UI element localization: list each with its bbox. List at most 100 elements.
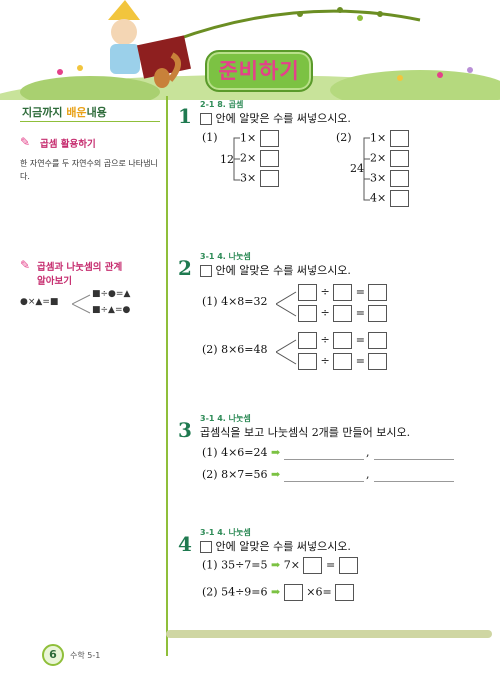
- answer-line[interactable]: [284, 459, 364, 460]
- problem-2-number: 2: [178, 256, 192, 280]
- answer-box[interactable]: [333, 332, 353, 349]
- answer-box[interactable]: [298, 305, 317, 322]
- p4-part2: (2) 54÷9=6 ➡ ×6=: [202, 584, 355, 601]
- row-label: 4×: [370, 191, 387, 205]
- p3-part2-text: (2) 8×7=56: [202, 468, 268, 481]
- answer-box[interactable]: [333, 284, 353, 301]
- p2-part2-eq2: ÷ =: [298, 353, 388, 370]
- problem-1-unit: 2-1 8. 곱셈: [200, 100, 244, 109]
- row-label: 2×: [240, 151, 257, 165]
- answer-box[interactable]: [298, 284, 317, 301]
- row-label: 3×: [240, 171, 257, 185]
- answer-box[interactable]: [389, 190, 409, 207]
- diagram-bottom: ■÷▲=●: [92, 305, 131, 315]
- answer-box[interactable]: [368, 353, 388, 370]
- problem-3-unit: 3-1 4. 나눗셈: [200, 414, 251, 423]
- p1-part1-row3: 3×: [240, 170, 279, 187]
- relation-diagram: ●×▲=■ ■÷●=▲ ■÷▲=●: [20, 289, 160, 319]
- arrow-right-icon: ➡: [271, 558, 281, 572]
- row-label: 3×: [370, 171, 387, 185]
- problem-3-instruction: 곱셈식을 보고 나눗셈식 2개를 만들어 보시오.: [200, 426, 411, 439]
- bottom-decor-bar: [166, 630, 492, 638]
- diagram-fork-lines: [72, 294, 91, 314]
- p3-part2-comma: ,: [366, 468, 370, 481]
- p1-part2-label: (2): [336, 131, 352, 144]
- problem-4-unit: 3-1 4. 나눗셈: [200, 528, 251, 537]
- sidebar-divider: [166, 96, 168, 656]
- answer-box[interactable]: [259, 150, 279, 167]
- answer-box[interactable]: [338, 557, 358, 574]
- answer-box[interactable]: [333, 353, 353, 370]
- book-title: 수학 5-1: [70, 651, 101, 660]
- answer-box[interactable]: [303, 557, 323, 574]
- p3-part2: (2) 8×7=56 ➡: [202, 468, 280, 481]
- p3-part1-text: (1) 4×6=24: [202, 446, 268, 459]
- answer-box[interactable]: [389, 130, 409, 147]
- p3-part1: (1) 4×6=24 ➡: [202, 446, 280, 459]
- eq-sign: =: [355, 306, 365, 320]
- p1-part2-row4: 4×: [370, 190, 409, 207]
- answer-box[interactable]: [368, 305, 388, 322]
- answer-box[interactable]: [298, 353, 317, 370]
- p2-part1-eq2: ÷ =: [298, 305, 388, 322]
- arrow-right-icon: ➡: [271, 468, 281, 481]
- p1-part1-bracket: [233, 137, 240, 181]
- p4-part1-lhs: (1) 35÷7=5: [202, 558, 268, 572]
- problem-4-number: 4: [178, 532, 192, 556]
- eq-sign: =: [355, 285, 365, 299]
- answer-line[interactable]: [284, 481, 364, 482]
- sidebar-topic1-desc: 한 자연수를 두 자연수의 곱으로 나타냅니다.: [20, 159, 158, 181]
- pencil-icon: ✎: [20, 135, 31, 149]
- blank-box-icon: [200, 113, 212, 125]
- answer-box[interactable]: [368, 284, 388, 301]
- answer-box[interactable]: [335, 584, 355, 601]
- p1-part1-row1: 1×: [240, 130, 279, 147]
- p2-part2-fork: [276, 339, 297, 365]
- arrow-right-icon: ➡: [271, 585, 281, 599]
- p4-part1-mid: 7×: [283, 558, 300, 572]
- p1-part2-row2: 2×: [370, 150, 409, 167]
- sidebar-topic2-line2: 알아보기: [37, 276, 72, 287]
- answer-line[interactable]: [374, 481, 454, 482]
- answer-box[interactable]: [298, 332, 317, 349]
- p4-part1: (1) 35÷7=5 ➡ 7× =: [202, 557, 358, 574]
- sidebar-topic2-line1: 곱셈과 나눗셈의 관계: [37, 262, 123, 273]
- answer-box[interactable]: [389, 150, 409, 167]
- answer-box[interactable]: [333, 305, 353, 322]
- sidebar-heading-part3: 내용: [86, 106, 107, 119]
- problem-2-instruction: 안에 알맞은 수를 써넣으시오.: [200, 262, 351, 278]
- p2-part2: (2) 8×6=48: [202, 343, 268, 356]
- div-sign: ÷: [320, 354, 330, 368]
- answer-box[interactable]: [283, 584, 303, 601]
- row-label: 1×: [240, 131, 257, 145]
- sidebar-heading-part2: 배운: [66, 106, 87, 119]
- div-sign: ÷: [320, 285, 330, 299]
- answer-box[interactable]: [368, 332, 388, 349]
- div-sign: ÷: [320, 333, 330, 347]
- p3-part1-comma: ,: [366, 446, 370, 459]
- problem-1-instruction-text: 안에 알맞은 수를 써넣으시오.: [215, 112, 351, 125]
- row-label: 1×: [370, 131, 387, 145]
- p1-part2-row1: 1×: [370, 130, 409, 147]
- eq-sign: =: [355, 333, 365, 347]
- page-number: 6: [49, 648, 57, 661]
- answer-line[interactable]: [374, 459, 454, 460]
- div-sign: ÷: [320, 306, 330, 320]
- answer-box[interactable]: [259, 170, 279, 187]
- problem-3-number: 3: [178, 418, 192, 442]
- blank-box-icon: [200, 541, 212, 553]
- answer-box[interactable]: [389, 170, 409, 187]
- sidebar-topic1: 곱셈 활용하기: [40, 139, 96, 150]
- p1-part1-row2: 2×: [240, 150, 279, 167]
- eq-sign: =: [325, 558, 336, 572]
- pencil-icon: ✎: [20, 258, 31, 272]
- problem-1-number: 1: [178, 104, 192, 128]
- page-number-badge: 6: [42, 644, 64, 666]
- p4-part2-mid: ×6=: [306, 585, 332, 599]
- sidebar-heading-underline: [20, 121, 160, 122]
- problem-4-instruction-text: 안에 알맞은 수를 써넣으시오.: [215, 540, 351, 553]
- answer-box[interactable]: [259, 130, 279, 147]
- p1-part1-label: (1): [202, 131, 218, 144]
- problem-1-instruction: 안에 알맞은 수를 써넣으시오.: [200, 110, 351, 126]
- p2-part2-eq1: ÷ =: [298, 332, 388, 349]
